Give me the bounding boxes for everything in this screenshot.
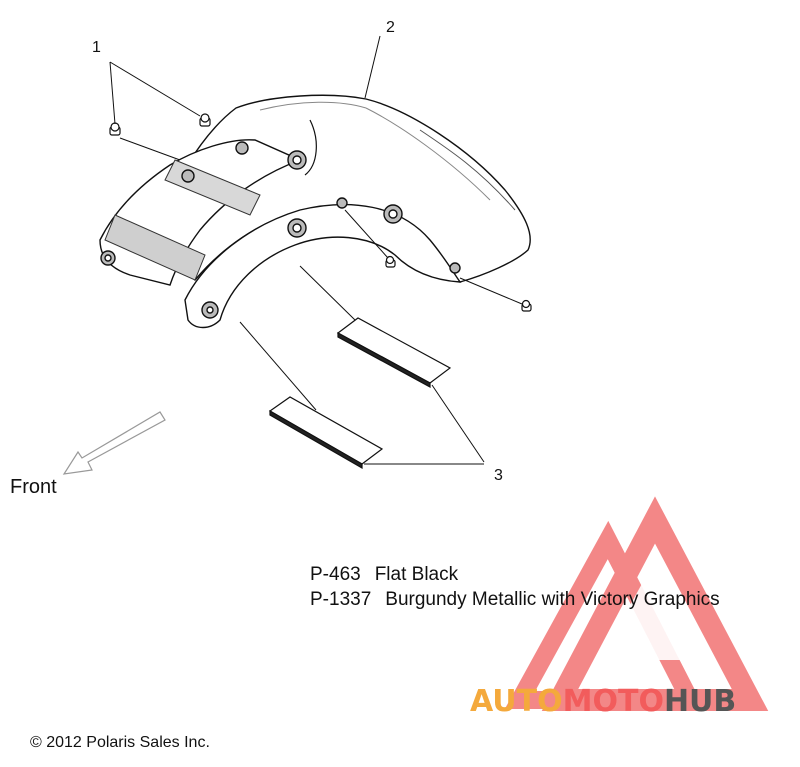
- leader-lines: [109, 35, 523, 465]
- paint-code: P-463: [310, 564, 361, 585]
- watermark-logo: AUTOMOTOHUB: [470, 684, 736, 720]
- front-direction-arrow-icon: [62, 411, 166, 475]
- callout-3: 3: [494, 467, 503, 484]
- rear-fender: [99, 94, 531, 329]
- pad-lower: [268, 396, 384, 465]
- pad-upper: [336, 317, 452, 384]
- copyright-notice: © 2012 Polaris Sales Inc.: [30, 734, 210, 751]
- adhesive-pads: [268, 317, 452, 470]
- paint-code-row: P-1337 Burgundy Metallic with Victory Gra…: [310, 589, 720, 611]
- paint-code: P-1337: [310, 589, 372, 610]
- paint-code-row: P-463 Flat Black: [310, 564, 458, 586]
- rivet-icon: [109, 122, 121, 136]
- push-rivet-fasteners: [109, 113, 532, 312]
- logo-part-hub: HUB: [663, 684, 737, 719]
- callout-1: 1: [92, 39, 101, 56]
- rivet-icon: [521, 299, 532, 312]
- rivet-icon: [199, 113, 211, 127]
- callout-2: 2: [386, 19, 395, 36]
- paint-description: Burgundy Metallic with Victory Graphics: [385, 589, 720, 610]
- logo-part-auto: AUTO: [470, 684, 563, 719]
- front-label: Front: [10, 476, 57, 498]
- paint-description: Flat Black: [374, 564, 459, 585]
- logo-part-moto: MOTO: [562, 684, 664, 719]
- rivet-icon: [385, 255, 396, 268]
- watermark-emblem-icon: [504, 496, 769, 711]
